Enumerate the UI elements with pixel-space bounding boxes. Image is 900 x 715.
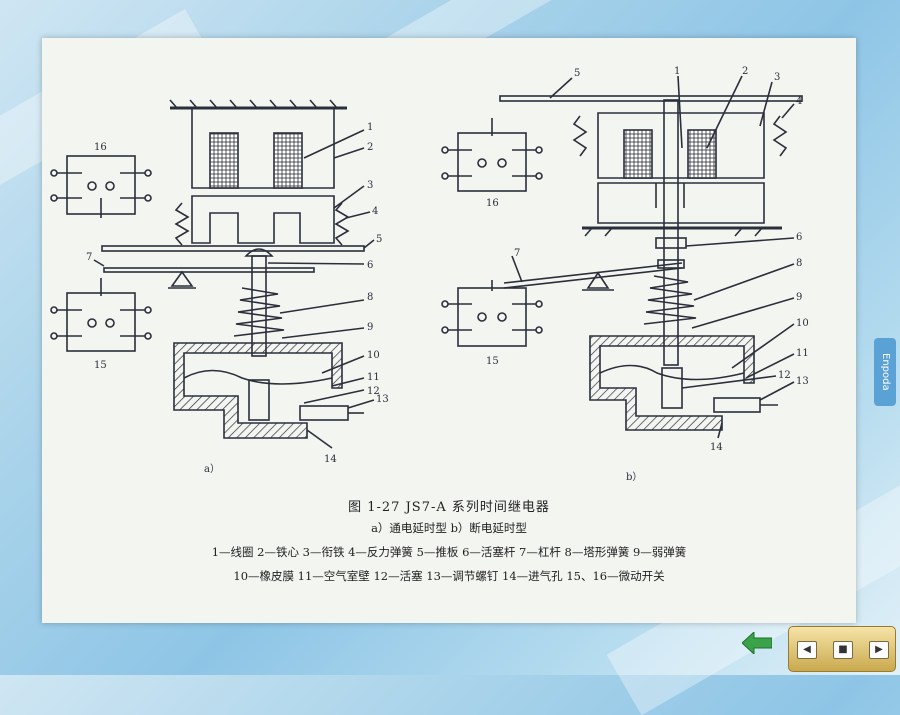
piston-rod-b (663, 99, 679, 366)
air-chamber-a (173, 342, 343, 439)
coil-b-left (623, 129, 653, 179)
nav-home-button[interactable]: ■ (833, 641, 853, 659)
callout-a-12: 12 (367, 386, 380, 397)
callout-a-5: 5 (376, 234, 382, 245)
side-tab[interactable]: Enpoda (874, 338, 896, 406)
callout-a-2: 2 (367, 142, 373, 153)
nav-prev-button[interactable]: ◀ (797, 641, 817, 659)
adjust-screw-b (713, 397, 761, 413)
push-plate-b (499, 95, 803, 102)
callout-a-1: 1 (367, 122, 373, 133)
legend-line-1: 1—线圈 2—铁心 3—衔铁 4—反力弹簧 5—推板 6—活塞杆 7—杠杆 8—… (211, 545, 687, 559)
lever-b (503, 262, 683, 284)
callout-b-8: 8 (796, 258, 802, 269)
armature-a (191, 195, 335, 244)
slide-content: 1 2 3 4 5 6 7 8 9 10 11 12 13 14 15 16 a… (42, 38, 856, 623)
callout-b-5: 5 (574, 68, 580, 79)
lever-a (103, 267, 315, 273)
figure-title: 图 1-27 JS7-A 系列时间继电器 (348, 500, 550, 515)
figure-label-b: b） (626, 471, 642, 483)
callout-b-14: 14 (710, 442, 723, 453)
piston-rod-a (251, 255, 267, 357)
callout-b-4: 4 (796, 96, 802, 107)
coil-a-left (209, 132, 239, 189)
callout-a-3: 3 (367, 180, 373, 191)
push-plate-a (101, 245, 365, 252)
diagram-a (50, 99, 375, 449)
relay-diagram: 1 2 3 4 5 6 7 8 9 10 11 12 13 14 15 16 a… (50, 66, 809, 483)
callout-b-2: 2 (742, 66, 748, 77)
iron-core-a (191, 108, 335, 189)
callout-a-7: 7 (86, 252, 92, 263)
callout-b-11: 11 (796, 348, 809, 359)
callout-a-14: 14 (324, 454, 337, 465)
callout-b-12: 12 (778, 370, 791, 381)
navigation-panel: ◀ ■ ▶ (788, 626, 896, 672)
callout-b-15: 15 (486, 356, 499, 367)
micro-switch-15-b (457, 287, 527, 347)
callout-a-10: 10 (367, 350, 380, 361)
figure-subtitle: a）通电延时型 b）断电延时型 (371, 521, 527, 535)
callout-a-15: 15 (94, 360, 107, 371)
callout-b-1: 1 (674, 66, 680, 77)
callout-b-6: 6 (796, 232, 802, 243)
legend-line-2: 10—橡皮膜 11—空气室壁 12—活塞 13—调节螺钉 14—进气孔 15、1… (233, 569, 665, 583)
callout-b-16: 16 (486, 198, 499, 209)
callout-a-11: 11 (367, 372, 380, 383)
callout-b-3: 3 (774, 72, 780, 83)
callout-a-13: 13 (376, 394, 389, 405)
adjust-screw-a (299, 405, 349, 421)
callout-b-9: 9 (796, 292, 802, 303)
air-chamber-b (589, 335, 755, 431)
reaction-spring-a (174, 202, 190, 246)
micro-switch-15-a (66, 292, 136, 352)
callout-b-7: 7 (514, 248, 520, 259)
armature-b (597, 182, 765, 224)
callout-a-9: 9 (367, 322, 373, 333)
callout-b-13: 13 (796, 376, 809, 387)
tower-spring-b (643, 275, 697, 325)
callouts-a: 1 2 3 4 5 6 7 8 9 10 11 12 13 14 15 16 a… (86, 122, 389, 475)
diagram-b (441, 75, 803, 439)
tower-spring-a (233, 287, 285, 337)
nav-next-button[interactable]: ▶ (869, 641, 889, 659)
callout-b-10: 10 (796, 318, 809, 329)
callout-a-4: 4 (372, 206, 378, 217)
callouts-b: 5 1 2 3 4 6 7 8 9 10 11 12 13 14 15 16 b… (486, 66, 809, 483)
callout-a-8: 8 (367, 292, 373, 303)
figure-label-a: a） (204, 463, 220, 475)
coil-a-right (273, 132, 303, 189)
micro-switch-16-b (457, 132, 527, 192)
iron-core-b (597, 112, 765, 179)
back-arrow-icon[interactable] (742, 632, 772, 654)
callout-a-16: 16 (94, 142, 107, 153)
callout-a-6: 6 (367, 260, 373, 271)
